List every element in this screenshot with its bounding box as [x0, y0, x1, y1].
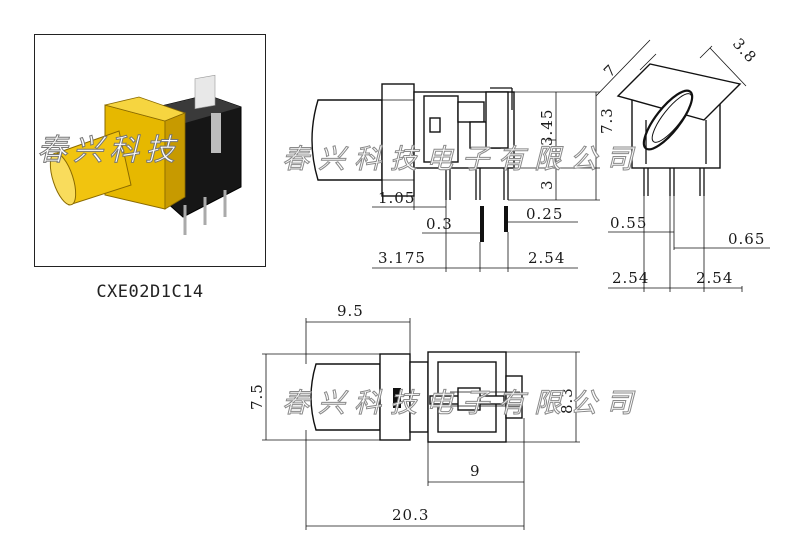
dim-side-height-total: 7.3 [598, 107, 616, 134]
dim-side-lower: 3 [538, 179, 556, 190]
dim-side-upper: 3.45 [538, 109, 556, 146]
dim-side-pitch-b: 2.54 [528, 249, 565, 267]
end-view [595, 39, 770, 292]
dim-side-pin-small: 0.3 [426, 215, 453, 233]
side-view [311, 83, 600, 272]
dim-side-offset: 1.05 [378, 189, 415, 207]
part-number-label: CXE02D1C14 [96, 282, 204, 302]
watermark-lower: 春兴科技电子有限公司 [282, 388, 642, 419]
dim-top-total: 20.3 [392, 506, 429, 524]
dim-end-pin-b: 0.65 [728, 230, 765, 248]
dim-top-height: 8.3 [558, 387, 576, 414]
dim-side-pin-width: 0.25 [526, 205, 563, 223]
dim-side-pitch-a: 3.175 [378, 249, 426, 267]
dim-end-pin-a: 0.55 [610, 214, 647, 232]
dim-end-pitch-b: 2.54 [696, 269, 733, 287]
top-view [262, 318, 580, 530]
dim-top-lens: 9.5 [337, 302, 364, 320]
dim-end-diag-b: 3.8 [729, 35, 760, 67]
product-photo-frame: 春兴科技 [34, 34, 266, 267]
dim-end-diag-a: 7 [600, 61, 620, 81]
product-photo [49, 74, 242, 235]
dim-top-width: 7.5 [248, 383, 266, 410]
dim-end-pitch-a: 2.54 [612, 269, 649, 287]
dim-top-body: 9 [470, 462, 481, 480]
watermark-upper: 春兴科技电子有限公司 [282, 144, 642, 175]
photo-watermark: 春兴科技 [37, 133, 181, 169]
